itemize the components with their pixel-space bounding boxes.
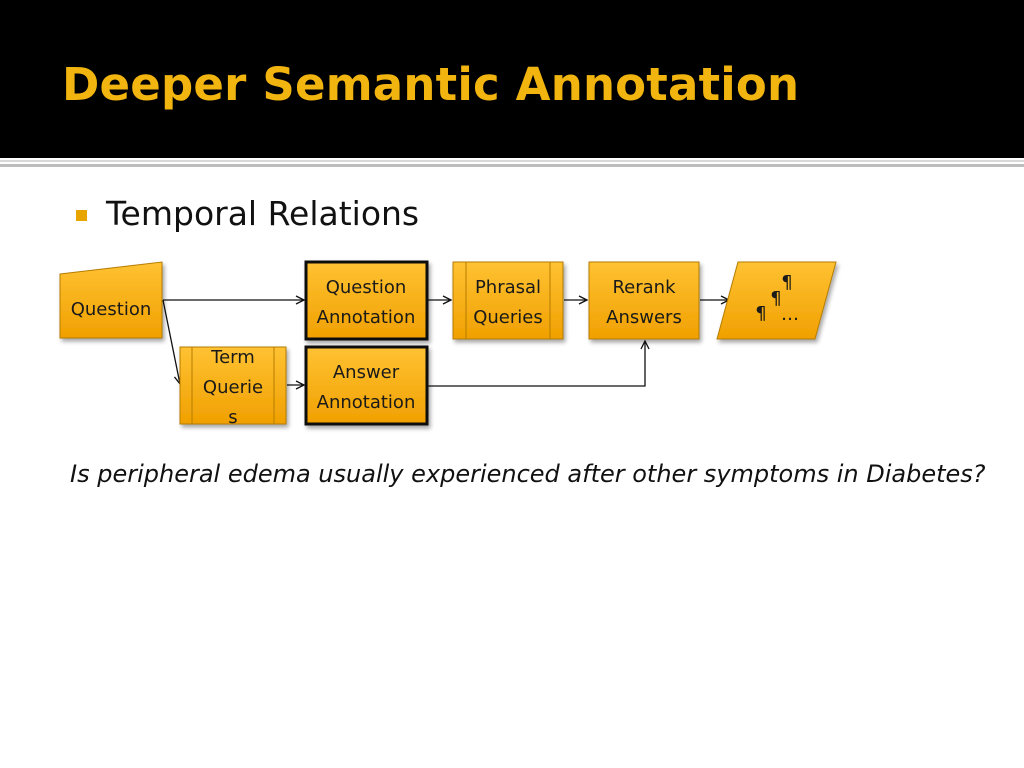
answer-annotation-label-1: Answer (333, 362, 400, 383)
output-pilcrow-2: ¶ (770, 288, 781, 309)
rerank-answers-label-1: Rerank (612, 277, 676, 298)
divider-line (0, 160, 1024, 162)
title-bar (0, 0, 1024, 158)
term-queries-label-2: Querie (203, 377, 263, 398)
question-annotation-box (304, 260, 429, 341)
question-annotation-label-1: Question (326, 277, 407, 298)
output-pilcrow-1: ¶ (781, 272, 792, 293)
term-queries-label-1: Term (210, 347, 255, 368)
bullet-text: Temporal Relations (106, 194, 420, 233)
question-node-label: Question (71, 299, 152, 320)
output-ellipsis: … (781, 304, 799, 325)
question-node (59, 261, 163, 339)
slide-title: Deeper Semantic Annotation (62, 58, 800, 111)
question-annotation-label-2: Annotation (317, 307, 416, 328)
connectors (162, 299, 729, 387)
rerank-answers-label-2: Answers (606, 307, 682, 328)
answer-annotation-label-2: Annotation (317, 392, 416, 413)
arrow-answer-to-rerank (428, 341, 645, 387)
output-pilcrow-3: ¶ (755, 303, 766, 324)
phrasal-queries-box (452, 261, 564, 340)
answer-annotation-box (304, 345, 429, 426)
divider-line-thick (0, 164, 1024, 167)
output-document (716, 261, 837, 340)
arrow-question-to-term (162, 299, 180, 384)
phrasal-queries-label-2: Queries (473, 307, 543, 328)
rerank-answers-box (588, 261, 700, 340)
bullet-marker (76, 210, 87, 221)
term-queries-label-3: s (228, 407, 237, 428)
phrasal-queries-label-1: Phrasal (475, 277, 541, 298)
term-queries-box (179, 346, 287, 425)
example-question: Is peripheral edema usually experienced … (70, 460, 986, 488)
